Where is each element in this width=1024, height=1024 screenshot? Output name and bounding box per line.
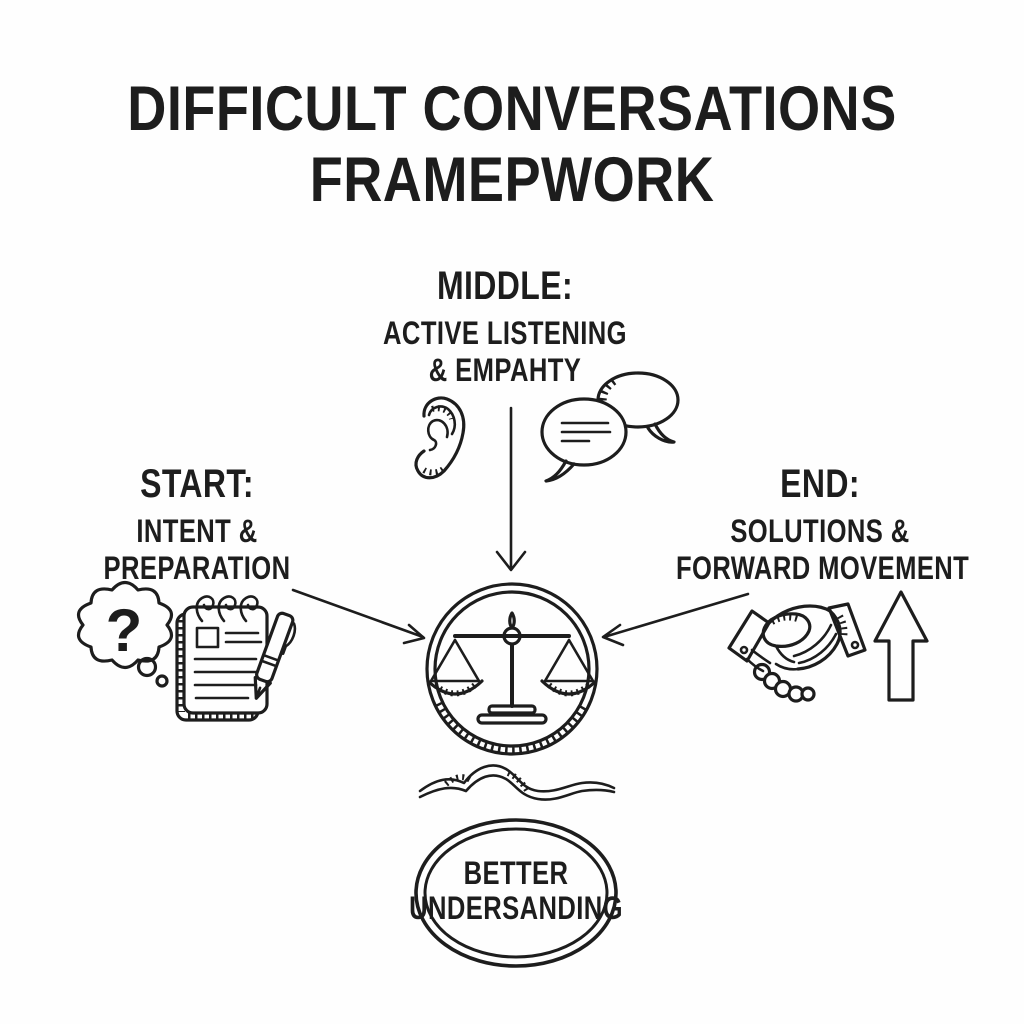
stage-start-line-1: INTENT &: [136, 512, 258, 549]
ear-icon: [414, 396, 466, 480]
notepad-pen-icon: [175, 595, 297, 722]
end-to-center-arrow: [601, 592, 750, 647]
stage-end-line-2: FORWARD MOVEMENT: [676, 550, 970, 587]
balance-scale-icon: [425, 582, 599, 756]
stage-middle-line-2: & EMPAHTY: [428, 352, 582, 389]
stage-middle-heading: MIDDLE:: [436, 264, 574, 308]
stage-end-heading: END:: [780, 462, 860, 506]
outcome-label: BETTER UNDERSANDING: [396, 855, 636, 927]
squiggle-divider: [418, 764, 616, 801]
stage-label-end: END: SOLUTIONS & FORWARD MOVEMENT: [676, 461, 970, 588]
thought-bubble-question-icon: ?: [76, 580, 174, 688]
stage-start-heading: START:: [140, 462, 254, 506]
stage-middle-line-1: ACTIVE LISTENING: [383, 314, 627, 351]
question-mark-glyph: ?: [106, 597, 143, 664]
outcome-oval: [414, 818, 618, 968]
stage-start-line-2: PREPARATION: [103, 550, 291, 587]
page-title: DIFFICULT CONVERSATIONS FRAMEPWORK: [72, 74, 953, 216]
speech-bubbles-icon: [540, 371, 680, 483]
outcome-line-2: UNDERSANDING: [409, 890, 623, 927]
up-arrow-icon: [873, 590, 929, 702]
title-line-1: DIFFICULT CONVERSATIONS: [127, 74, 897, 144]
stage-label-middle: MIDDLE: ACTIVE LISTENING & EMPAHTY: [361, 263, 649, 390]
start-to-center-arrow: [291, 588, 426, 645]
handshake-icon: [727, 602, 867, 703]
outcome-line-1: BETTER: [463, 855, 569, 891]
stage-label-start: START: INTENT & PREPARATION: [53, 461, 341, 588]
middle-to-center-arrow: [495, 406, 527, 572]
title-line-2: FRAMEPWORK: [309, 145, 715, 216]
stage-end-line-1: SOLUTIONS &: [730, 512, 910, 549]
